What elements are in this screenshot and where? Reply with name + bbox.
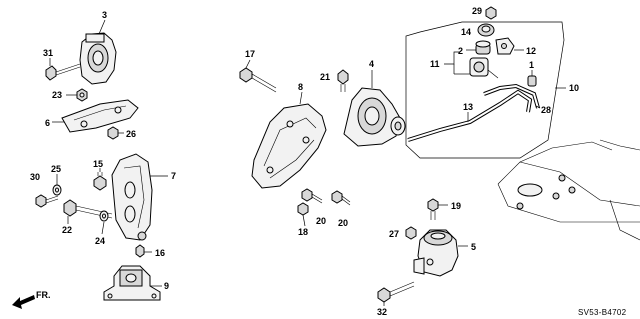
callout-26: 26: [126, 129, 136, 139]
part-3-upper-mount: [79, 19, 117, 85]
part-14-cap: [477, 23, 495, 37]
part-32-bolt: [377, 281, 415, 306]
part-15-bolt: [93, 168, 107, 191]
callout-23: 23: [52, 90, 62, 100]
callout-3: 3: [102, 10, 107, 20]
callout-20-left: 20: [316, 216, 326, 226]
part-26-nut: [107, 126, 124, 140]
callout-31: 31: [43, 48, 53, 58]
part-7-rear-bracket: [111, 153, 168, 241]
callout-6: 6: [45, 118, 50, 128]
part-11-solenoid: [444, 51, 499, 79]
part-19-bolt: [427, 198, 448, 220]
callout-2: 2: [458, 46, 463, 56]
part-23-nut: [66, 88, 88, 102]
part-8-side-bracket: [251, 91, 327, 189]
callout-18: 18: [298, 227, 308, 237]
callout-29: 29: [472, 6, 482, 16]
part-16-bolt: [135, 244, 152, 258]
part-28-hose: [483, 83, 541, 109]
callout-1: 1: [529, 60, 534, 70]
callout-25: 25: [51, 164, 61, 174]
part-13-hose: [407, 89, 533, 142]
callout-32: 32: [377, 307, 387, 317]
callout-9: 9: [164, 281, 169, 291]
callout-7: 7: [171, 171, 176, 181]
diagram-code: SV53-B4702: [578, 308, 627, 317]
part-12-bracket: [495, 37, 524, 55]
part-25-washer: [52, 174, 62, 196]
part-20-bolt-left: [301, 188, 323, 204]
part-21-bolt: [337, 69, 349, 92]
part-9-lower-mount: [103, 265, 162, 301]
callout-24: 24: [95, 236, 105, 246]
part-6-bracket: [52, 99, 139, 133]
callout-13: 13: [463, 102, 473, 112]
callout-27: 27: [389, 229, 399, 239]
callout-14: 14: [461, 27, 471, 37]
part-24-washer: [99, 210, 109, 235]
callout-5: 5: [471, 242, 476, 252]
part-18-bolt: [297, 202, 309, 227]
direction-label: FR.: [36, 290, 51, 300]
callout-10: 10: [569, 83, 579, 93]
callout-4: 4: [369, 59, 374, 69]
callout-12: 12: [526, 46, 536, 56]
part-29-clip: [485, 6, 497, 20]
callout-11: 11: [430, 59, 440, 69]
part-1-connector: [527, 70, 537, 87]
callout-30: 30: [30, 172, 40, 182]
callout-19: 19: [451, 201, 461, 211]
callout-15: 15: [93, 159, 103, 169]
callout-8: 8: [298, 82, 303, 92]
part-20-bolt-right: [331, 190, 351, 206]
part-2-valve: [466, 40, 491, 55]
callout-21: 21: [320, 72, 330, 82]
callout-labels: 3 31 23 6 26 25 15 7 30 22 24 16 9 17 8 …: [30, 6, 579, 317]
callout-22: 22: [62, 225, 72, 235]
valve-group-frame: [405, 21, 566, 159]
part-17-long-bolt: [239, 59, 277, 93]
part-5-front-mount: [413, 229, 468, 277]
callout-28: 28: [541, 105, 551, 115]
front-direction-arrow: [12, 295, 35, 309]
callout-17: 17: [245, 49, 255, 59]
part-4-side-mount: [343, 70, 406, 147]
part-30-bolt: [35, 194, 59, 208]
callout-16: 16: [155, 248, 165, 258]
car-front-illustration: [497, 139, 640, 241]
part-31-bolt: [45, 58, 81, 81]
part-27-nut: [405, 226, 417, 240]
callout-20-right: 20: [338, 218, 348, 228]
